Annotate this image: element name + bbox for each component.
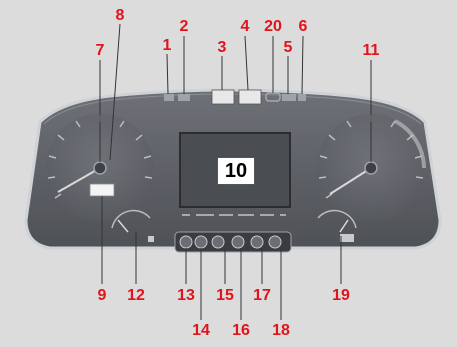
callout-19: 19: [332, 288, 350, 304]
callout-3: 3: [218, 40, 227, 56]
warning-lamp-1: [164, 94, 174, 101]
warning-lamp-5: [282, 94, 296, 101]
callout-2: 2: [180, 19, 189, 35]
button-15[interactable]: [212, 236, 224, 248]
callout-16: 16: [232, 323, 250, 339]
callout-8: 8: [116, 8, 125, 24]
callout-1: 1: [163, 38, 172, 54]
button-18[interactable]: [269, 236, 281, 248]
callout-15: 15: [216, 288, 234, 304]
warning-lamp-3: [212, 90, 234, 104]
callout-20: 20: [264, 19, 282, 35]
button-13[interactable]: [180, 236, 192, 248]
warning-lamp-4: [239, 90, 261, 104]
callout-7: 7: [96, 43, 105, 59]
speedometer-hub: [94, 162, 106, 174]
callout-14: 14: [192, 323, 210, 339]
warning-lamp-6: [298, 94, 306, 101]
button-14[interactable]: [195, 236, 207, 248]
callout-9: 9: [98, 288, 107, 304]
callout-11: 11: [363, 43, 380, 59]
callout-18: 18: [272, 323, 290, 339]
tachometer-hub: [365, 162, 377, 174]
callout-4: 4: [241, 19, 250, 35]
callout-17: 17: [253, 288, 271, 304]
button-17[interactable]: [251, 236, 263, 248]
odometer-display: [90, 184, 114, 196]
callout-13: 13: [177, 288, 195, 304]
button-strip: [175, 232, 291, 252]
warning-lamp-2: [178, 94, 190, 101]
callout-12: 12: [127, 288, 145, 304]
callout-5: 5: [284, 40, 293, 56]
button-16[interactable]: [232, 236, 244, 248]
callout-10: 10: [217, 157, 255, 185]
callout-6: 6: [299, 19, 308, 35]
